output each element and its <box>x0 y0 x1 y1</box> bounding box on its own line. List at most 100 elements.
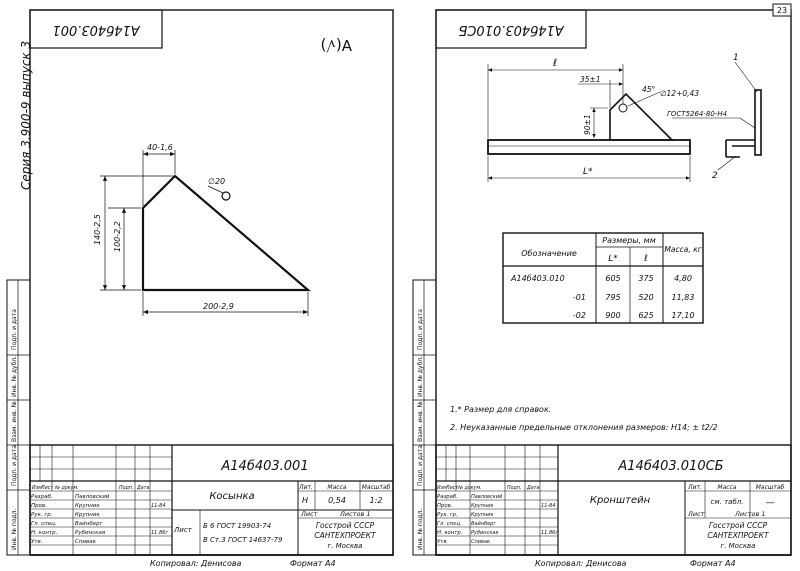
left-tb-scale: 1:2 <box>370 496 383 505</box>
dim-hole-12: ∅12+0,43 <box>660 89 699 98</box>
left-role-6: Утв. <box>31 539 43 545</box>
row3-l: 625 <box>638 311 653 320</box>
right-name-2: Крупник <box>471 503 494 509</box>
right-tb-sheet: Лист <box>687 510 705 518</box>
left-sheet: А14б403.001 ∀(√) Серия 3.900-9 выпуск 3 … <box>6 9 394 556</box>
left-corner-code: А14б403.001 <box>52 22 140 37</box>
left-role-2: Пров. <box>31 503 47 509</box>
right-tb-lit-h: Лит. <box>687 484 702 491</box>
left-strip-5: Подп. и дата <box>11 309 18 350</box>
right-corner-code: А14б403.010СБ <box>458 22 564 37</box>
left-date-2: 11-84 <box>151 503 166 509</box>
right-strip-5: Подп. и дата <box>417 309 424 350</box>
dim-height-total: 140-2,5 <box>93 214 102 245</box>
right-role-2: Пров. <box>437 503 452 509</box>
dim-35: 35±1 <box>580 75 601 84</box>
right-strip-4: Инв. № дубл. <box>417 356 424 397</box>
left-role-3: Рук. гр. <box>31 512 53 518</box>
right-date-2: 11-84 <box>541 503 556 509</box>
left-strip-1: Инв. № подл. <box>11 509 18 550</box>
right-strip-3: Взам. инв. № <box>417 401 424 442</box>
left-role-5: Н. контр. <box>31 530 58 536</box>
left-date-5: 11.86г <box>151 530 168 536</box>
left-tb-code: А14б403.001 <box>220 459 308 474</box>
right-tb-code: А14б403.010СБ <box>617 459 723 474</box>
row2-l: 520 <box>638 293 653 302</box>
gost-weld-note: ГОСТ5264-80-Н4 <box>667 110 727 118</box>
right-name-3: Крупник <box>471 512 494 518</box>
left-name-6: Спивак <box>75 539 97 545</box>
left-title-block <box>29 444 394 556</box>
dim-height-vertical: 100-2,2 <box>113 221 122 252</box>
right-copied: Копировал: Денисова <box>535 559 627 568</box>
left-tb-h-doc: № докум. <box>54 485 79 491</box>
note-2: 2. Неуказанные предельные отклонения раз… <box>450 423 718 432</box>
left-strip-3: Взам. инв. № <box>11 401 18 442</box>
left-name-4: Вайнберг <box>75 521 103 527</box>
right-side-strip <box>412 279 437 556</box>
right-strip-2: Подп. и дата <box>417 445 424 486</box>
right-date-5: 11.86г <box>541 530 558 536</box>
right-tb-sheets: Листов 1 <box>734 510 765 518</box>
left-side-strip <box>6 279 31 556</box>
series-label: Серия 3.900-9 выпуск 3 <box>19 41 33 190</box>
right-role-5: Н. контр. <box>437 530 462 536</box>
right-tb-org-1: Госстрой СССР <box>709 521 768 530</box>
left-tb-org-3: г. Москва <box>328 542 363 550</box>
row1-l: 375 <box>638 274 653 283</box>
th-l: ℓ <box>643 254 648 264</box>
row1-mass: 4,80 <box>674 274 692 283</box>
left-strip-2: Подп. и дата <box>11 445 18 486</box>
right-strip-1: Инв. № подл. <box>417 509 424 550</box>
callout-1: 1 <box>733 53 739 63</box>
row3-designation: -02 <box>573 311 586 320</box>
left-tb-material-label: Лист <box>173 526 193 534</box>
left-tb-mass: 0,54 <box>328 496 346 505</box>
right-tb-mass-h: Масса <box>717 484 736 491</box>
th-mass: Масса, кг <box>664 245 701 254</box>
right-tb-h-izm: Изм <box>437 485 447 491</box>
right-tb-h-list: Лист <box>445 485 458 491</box>
dim-l: ℓ <box>553 58 557 69</box>
left-tb-material-1: Б 6 ГОСТ 19903-74 <box>203 522 271 530</box>
left-copied: Копировал: Денисова <box>150 559 242 568</box>
left-tb-mass-h: Масса <box>327 484 346 491</box>
roughness-mark: ∀(√) <box>320 36 352 54</box>
right-tb-scale-h: Масштаб <box>756 484 785 491</box>
left-tb-lit-h: Лит. <box>298 484 313 491</box>
page-number-box <box>772 3 792 17</box>
dim-90: 90±1 <box>583 114 592 135</box>
left-tb-h-sign: Подп. <box>119 485 134 491</box>
left-tb-h-date: Дата <box>136 485 149 491</box>
left-tb-sheets: Листов 1 <box>339 510 370 518</box>
left-tb-sheet: Лист <box>300 510 318 518</box>
right-tb-org-3: г. Москва <box>721 542 756 550</box>
right-tb-mass: см. табл. <box>711 498 744 506</box>
row3-mass: 17,10 <box>672 311 695 320</box>
left-name-2: Крупник <box>75 503 100 509</box>
row3-L: 900 <box>605 311 620 320</box>
right-tb-h-date: Дата <box>526 485 539 491</box>
dim-top: 40-1,6 <box>147 143 173 152</box>
right-sheet: А14б403.010СБ 23 <box>412 3 792 556</box>
size-table <box>502 232 704 324</box>
row2-mass: 11,83 <box>672 293 695 302</box>
th-L: L* <box>608 254 618 264</box>
dim-L: L* <box>583 167 593 177</box>
row2-designation: -01 <box>573 293 586 302</box>
right-format: Формат А4 <box>690 559 736 568</box>
gusset-part <box>100 150 311 316</box>
left-tb-material-2: В Ст.3 ГОСТ 14637-79 <box>203 536 283 544</box>
right-title-block <box>435 444 792 556</box>
row2-L: 795 <box>605 293 620 302</box>
left-strip-4: Инв. № дубл. <box>11 356 18 397</box>
left-tb-name: Косынка <box>209 491 254 502</box>
left-tb-lit: Н <box>302 496 308 505</box>
left-tb-scale-h: Масштаб <box>362 484 391 491</box>
right-name-1: Павловский <box>471 494 503 500</box>
bracket-drawing <box>487 61 762 182</box>
left-name-1: Павловский <box>75 494 110 500</box>
right-tb-scale: — <box>766 498 775 508</box>
right-name-4: Вайнберг <box>471 521 496 527</box>
